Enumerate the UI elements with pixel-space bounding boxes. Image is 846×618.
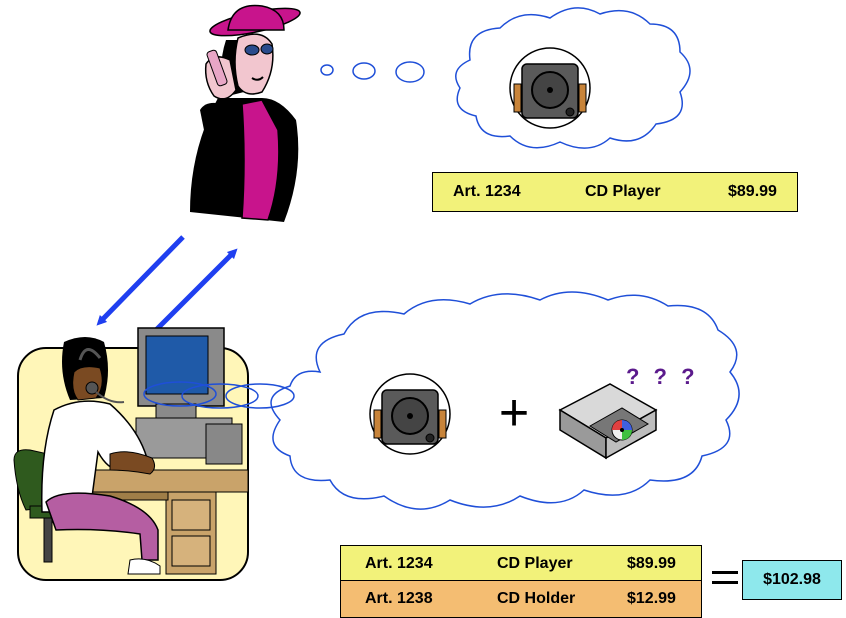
call-center-agent-icon bbox=[13, 327, 249, 581]
cd-player-icon-2 bbox=[369, 373, 451, 455]
question-marks: ? ? ? bbox=[626, 364, 699, 389]
item-article: Art. 1234 bbox=[365, 555, 433, 572]
item-name: CD Holder bbox=[497, 590, 576, 607]
arrow-down-left-icon bbox=[96, 235, 185, 326]
item-article: Art. 1234 bbox=[453, 183, 521, 200]
arrow-up-right-icon bbox=[150, 248, 238, 336]
table-row: Art. 1238 CD Holder $12.99 bbox=[340, 581, 702, 618]
agent-thought-cloud bbox=[270, 291, 740, 510]
customer-woman-icon bbox=[190, 4, 301, 222]
thought-bubbles-small bbox=[320, 61, 425, 83]
thought-loops bbox=[143, 381, 295, 409]
equals-sign bbox=[712, 571, 738, 587]
item-name: CD Player bbox=[585, 183, 661, 200]
customer-item-box: Art. 1234 CD Player $89.99 bbox=[432, 172, 798, 212]
item-price: $89.99 bbox=[728, 183, 777, 200]
table-row: Art. 1234 CD Player $89.99 bbox=[340, 545, 702, 581]
cd-holder-icon bbox=[558, 383, 658, 460]
total-box: $102.98 bbox=[742, 560, 842, 600]
cd-player-icon bbox=[509, 47, 591, 129]
item-article: Art. 1238 bbox=[365, 590, 433, 607]
item-price: $89.99 bbox=[627, 555, 676, 572]
item-name: CD Player bbox=[497, 555, 573, 572]
total-price: $102.98 bbox=[763, 571, 821, 588]
order-items-table: Art. 1234 CD Player $89.99 Art. 1238 CD … bbox=[340, 545, 702, 618]
item-price: $12.99 bbox=[627, 590, 676, 607]
plus-symbol: + bbox=[499, 384, 529, 442]
